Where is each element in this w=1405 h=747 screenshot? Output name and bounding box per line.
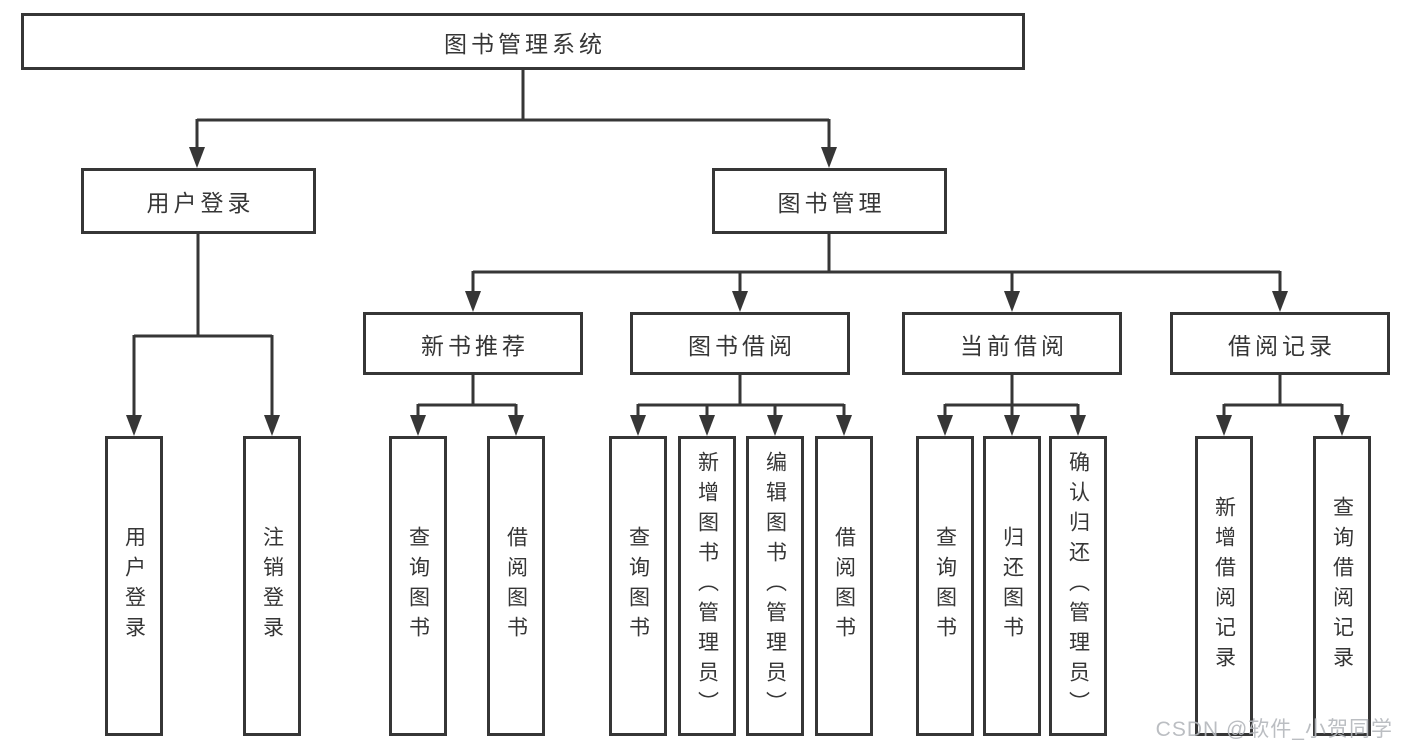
node-label: 查询借阅记录 [1330,496,1354,676]
node-label: 图书管理系统 [444,30,606,57]
leaf-query-books-current: 查询图书 [916,436,974,736]
leaf-add-borrow-record: 新增借阅记录 [1195,436,1253,736]
leaf-add-books-admin: 新增图书（管理员） [678,436,736,736]
node-label: 借阅图书 [504,526,528,646]
node-label: 当前借阅 [960,332,1068,359]
node-label: 查询图书 [933,526,957,646]
leaf-confirm-return-admin: 确认归还（管理员） [1049,436,1107,736]
node-label: 注销登录 [260,526,284,646]
node-label: 归还图书 [1000,526,1024,646]
node-label: 新增图书（管理员） [695,451,719,721]
node-user-login: 用户登录 [81,168,316,234]
node-label: 查询图书 [626,526,650,646]
leaf-query-books-newbook: 查询图书 [389,436,447,736]
leaf-user-login: 用户登录 [105,436,163,736]
node-book-borrowing: 图书借阅 [630,312,850,375]
leaf-logout: 注销登录 [243,436,301,736]
node-label: 新书推荐 [421,332,529,359]
node-current-borrowing: 当前借阅 [902,312,1122,375]
leaf-return-books: 归还图书 [983,436,1041,736]
node-label: 编辑图书（管理员） [763,451,787,721]
arrowhead-icons [126,147,1350,436]
node-label: 确认归还（管理员） [1066,451,1090,721]
node-label: 查询图书 [406,526,430,646]
node-label: 图书借阅 [688,332,796,359]
node-book-management-system: 图书管理系统 [21,13,1025,70]
node-borrowing-records: 借阅记录 [1170,312,1390,375]
leaf-edit-books-admin: 编辑图书（管理员） [746,436,804,736]
leaf-query-borrow-record: 查询借阅记录 [1313,436,1371,736]
leaf-borrow-books-borrowing: 借阅图书 [815,436,873,736]
csdn-watermark: CSDN @软件_小贺同学 [1155,718,1393,741]
leaf-query-books-borrowing: 查询图书 [609,436,667,736]
node-label: 用户登录 [122,526,146,646]
node-label: 图书管理 [777,190,886,216]
leaf-borrow-books-newbook: 借阅图书 [487,436,545,736]
node-label: 用户登录 [146,190,255,216]
node-new-book-recommendation: 新书推荐 [363,312,583,375]
node-label: 借阅记录 [1228,332,1336,359]
node-book-management: 图书管理 [712,168,947,234]
node-label: 新增借阅记录 [1212,496,1236,676]
node-label: 借阅图书 [832,526,856,646]
